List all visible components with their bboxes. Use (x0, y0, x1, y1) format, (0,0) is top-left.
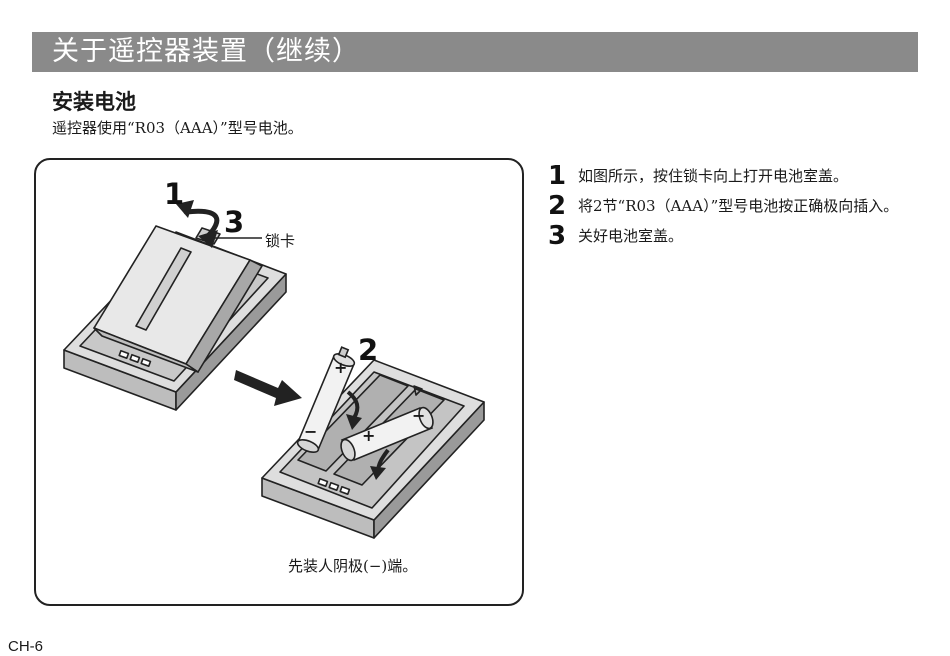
step-number: 3 (548, 221, 567, 251)
step-2: 2 将2节“R03（AAA）”型号电池按正确极向插入。 (548, 191, 918, 221)
figure-caption: 先装人阴极(−)端。 (288, 557, 418, 575)
direction-arrow (234, 370, 302, 406)
minus-mark-1: − (304, 422, 318, 441)
plus-mark-2: + (362, 426, 376, 445)
steps-list: 1 如图所示，按住锁卡向上打开电池室盖。 2 将2节“R03（AAA）”型号电池… (548, 161, 918, 256)
plus-mark-1: + (334, 358, 348, 377)
step-number: 2 (548, 191, 567, 221)
callout-3: 3 (224, 205, 245, 239)
step-text: 关好电池室盖。 (578, 227, 684, 245)
section-description: 遥控器使用“R03（AAA）”型号电池。 (52, 119, 303, 137)
step-text: 将2节“R03（AAA）”型号电池按正确极向插入。 (578, 197, 899, 215)
remote-top (63, 225, 287, 411)
remote-battery-drawing (63, 200, 485, 539)
insert-arrow-1 (346, 390, 360, 420)
battery-illustration: 1 3 2 + − + − 锁卡 先装人阴极(−)端。 (34, 158, 524, 606)
callout-2: 2 (358, 333, 379, 367)
lock-tab-label: 锁卡 (265, 232, 296, 250)
callout-1: 1 (164, 177, 185, 211)
battery-lying (340, 406, 434, 462)
step-1: 1 如图所示，按住锁卡向上打开电池室盖。 (548, 161, 918, 191)
step-text: 如图所示，按住锁卡向上打开电池室盖。 (578, 167, 849, 185)
section-title: 安装电池 (52, 90, 136, 114)
page-number: CH-6 (8, 638, 44, 655)
page-title: 关于遥控器装置（继续） (52, 36, 360, 67)
header-bar: 关于遥控器装置（继续） (32, 32, 918, 72)
battery-standing (296, 346, 356, 454)
minus-mark-2: − (412, 406, 426, 425)
step-number: 1 (548, 161, 567, 191)
step-3: 3 关好电池室盖。 (548, 221, 918, 251)
